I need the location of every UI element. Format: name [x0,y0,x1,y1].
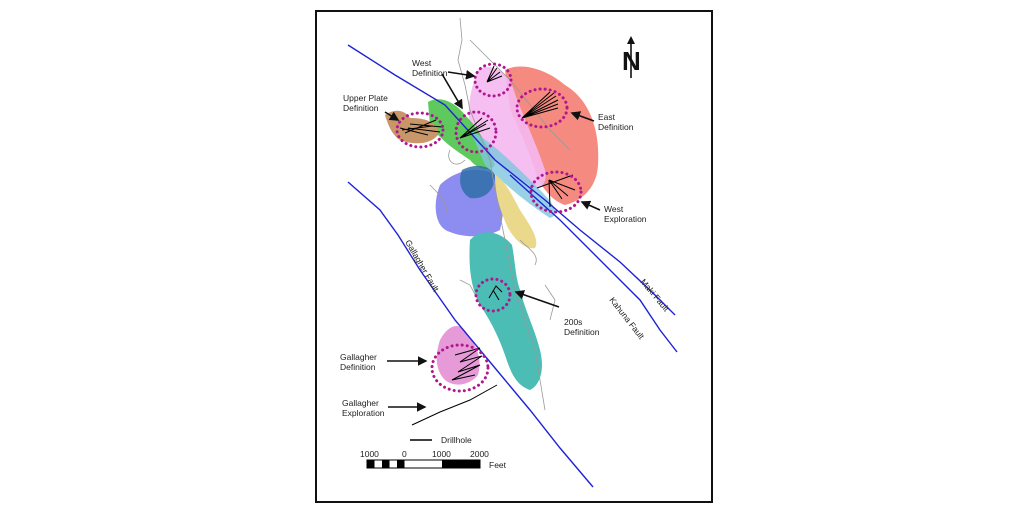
kahuna-fault [509,174,678,353]
west-exploration-label-2: Exploration [604,214,647,224]
east-definition-label-2: Definition [598,122,634,132]
east-zone [505,66,599,205]
scale-tick-1: 1000 [360,449,379,459]
north-arrow-icon: N [622,36,641,78]
gallagher-fault-label: Gallagher Fault [403,238,441,294]
200s-definition-label-1: 200s [564,317,582,327]
scale-tick-2: 0 [402,449,407,459]
scale-bar: 1000 0 1000 2000 Feet [360,449,507,470]
200s-definition-label-2: Definition [564,327,600,337]
west-zone [468,66,546,187]
west-definition-label-1: West [412,58,432,68]
scale-tick-4: 2000 [470,449,489,459]
gallagher-definition-label-2: Definition [340,362,376,372]
map-frame [315,10,713,503]
yellow-zone [495,175,537,249]
green-zone [428,99,495,170]
drillholes [399,65,576,426]
scale-tick-3: 1000 [432,449,451,459]
teal-zone [469,232,542,390]
maki-fault [347,44,676,316]
gallagher-exploration-drillhole [411,384,498,426]
east-definition-label-1: East [598,112,616,122]
west-definition-label-2: Definition [412,68,448,78]
north-label: N [622,46,641,76]
upper-plate-label-1: Upper Plate [343,93,388,103]
upper-plate-label-2: Definition [343,103,379,113]
gallagher-exploration-label-2: Exploration [342,408,385,418]
scale-unit: Feet [489,460,507,470]
drillhole-legend-label: Drillhole [441,435,472,445]
underground-workings [429,17,571,411]
gallagher-zone [436,325,480,385]
gallagher-fault [347,181,594,488]
leader-arrows [384,70,601,412]
gallagher-exploration-label-1: Gallagher [342,398,379,408]
west-exploration-label-1: West [604,204,624,214]
target-circles [395,62,583,393]
dark-blue-zone [460,165,495,199]
maki-fault-label: Maki Fault [638,277,671,314]
gallagher-definition-label-1: Gallagher [340,352,377,362]
